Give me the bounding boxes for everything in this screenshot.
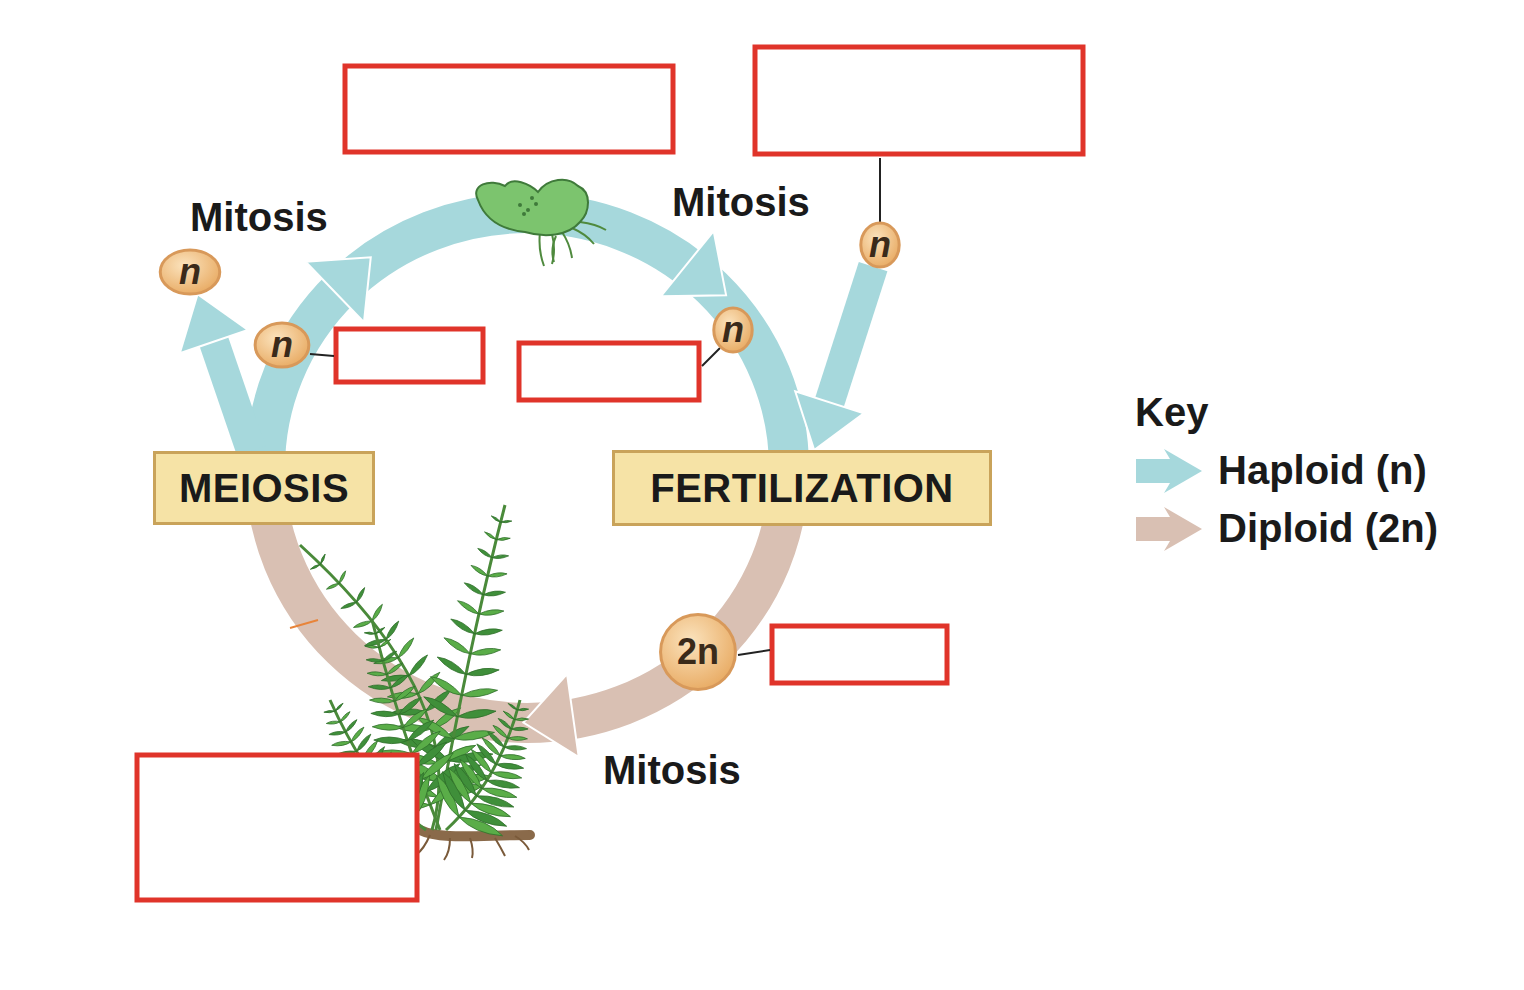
- haploid-cell: n: [159, 249, 221, 295]
- node-text: n: [271, 324, 293, 366]
- haploid-cell: n: [860, 222, 900, 268]
- blank-label-box: [137, 755, 417, 900]
- cycle-arrowhead: [306, 227, 400, 322]
- diploid-circle: 2n: [659, 613, 737, 691]
- blank-label-box: [772, 626, 947, 683]
- legend-swatch: [1136, 449, 1204, 493]
- marker-tick: [290, 620, 318, 628]
- node-text: n: [179, 251, 201, 293]
- legend-text: Haploid (n): [1218, 448, 1427, 493]
- leader-line: [310, 354, 334, 356]
- haploid-cell: n: [254, 322, 310, 368]
- blank-label-box: [755, 47, 1083, 154]
- node-text: n: [722, 309, 744, 351]
- process-box: FERTILIZATION: [612, 450, 992, 526]
- node-text: MEIOSIS: [179, 466, 349, 511]
- legend-text: Diploid (2n): [1218, 506, 1438, 551]
- haploid-arrow: [795, 262, 887, 450]
- leader-line: [879, 158, 881, 224]
- haploid-arrow: [180, 294, 266, 456]
- process-label: Mitosis: [190, 195, 328, 240]
- process-label: Mitosis: [603, 748, 741, 793]
- blank-label-box: [336, 329, 483, 382]
- legend-row: Haploid (n): [1136, 448, 1427, 493]
- node-text: FERTILIZATION: [650, 466, 954, 511]
- legend-heading: Key: [1135, 390, 1208, 435]
- haploid-band: [265, 213, 789, 468]
- blank-label-box: [519, 343, 699, 400]
- node-text: n: [869, 224, 891, 266]
- blank-label-box: [345, 66, 673, 152]
- haploid-cell: n: [713, 307, 753, 353]
- process-box: MEIOSIS: [153, 451, 375, 525]
- legend-swatch: [1136, 507, 1204, 551]
- gametophyte: [476, 180, 606, 266]
- process-label: Mitosis: [672, 180, 810, 225]
- node-text: 2n: [677, 631, 719, 673]
- leader-line: [738, 650, 770, 655]
- legend-row: Diploid (2n): [1136, 506, 1438, 551]
- leader-line: [702, 348, 720, 366]
